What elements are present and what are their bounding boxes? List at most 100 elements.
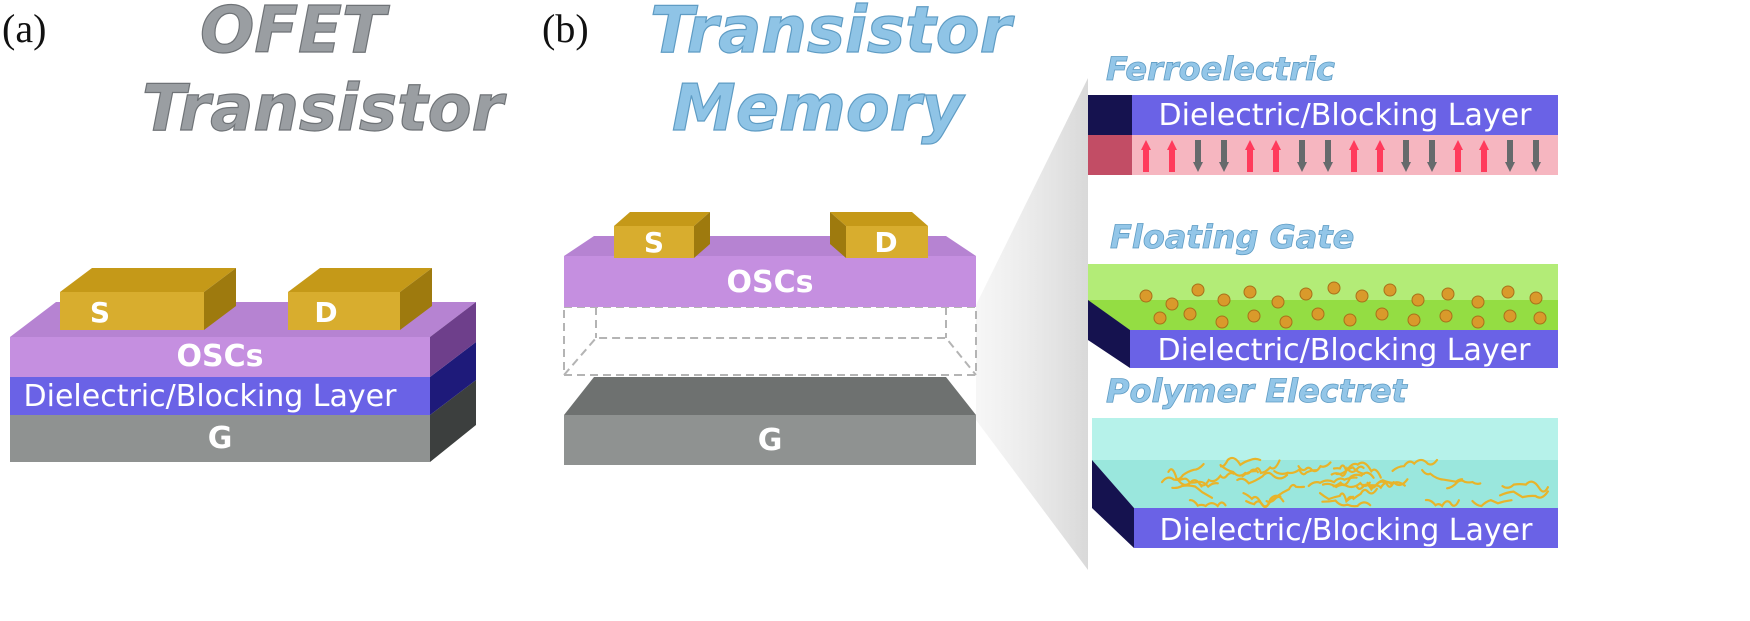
nanoparticle <box>1327 281 1341 295</box>
drain-electrode-a: D <box>288 268 432 330</box>
panel-b-title-line1: Transistor <box>650 0 1015 68</box>
dipole-down-arrow <box>1505 140 1515 172</box>
polymer-chain <box>1332 464 1366 475</box>
nanoparticle <box>1355 289 1369 303</box>
polymer-chain <box>1198 471 1235 487</box>
nanoparticle <box>1247 309 1261 323</box>
dipole-down-arrow <box>1531 140 1541 172</box>
panel-a-title-line1: OFET <box>200 0 390 68</box>
dipole-down-arrow <box>1193 140 1203 172</box>
nanoparticle <box>1343 313 1357 327</box>
polymer-electret-inset: Polymer Electret Dielectric/Blocking Lay… <box>1092 372 1558 548</box>
polymer-chain <box>1321 499 1372 508</box>
polymer-chain <box>1391 458 1439 472</box>
nanoparticle <box>1471 295 1485 309</box>
polymer-chain <box>1332 471 1375 488</box>
drain-label-b: D <box>874 226 897 259</box>
source-label-a: S <box>90 296 110 329</box>
polymer-chain <box>1167 463 1205 481</box>
floating-gate-inset: Floating Gate Dielectric/Blocking Layer <box>1088 218 1558 368</box>
polymer-chain <box>1499 490 1549 499</box>
source-label-b: S <box>644 226 664 259</box>
memory-layer-placeholder <box>563 306 977 376</box>
panel-b: (b) Transistor Memory G OSCs S <box>542 0 1088 570</box>
ferroelectric-inset: Ferroelectric Dielectric/Blocking Layer <box>1088 50 1558 175</box>
floating-gate-dielectric-label: Dielectric/Blocking Layer <box>1158 333 1532 368</box>
nanoparticle <box>1271 295 1285 309</box>
polymer-chain <box>1219 456 1262 468</box>
nanoparticle <box>1153 311 1167 325</box>
nanoparticle <box>1503 309 1517 323</box>
drain-electrode-b: D <box>830 212 928 259</box>
dipole-up-arrow <box>1349 140 1359 172</box>
dipole-up-arrow <box>1479 140 1489 172</box>
nanoparticle <box>1191 283 1205 297</box>
osc-label-a: OSCs <box>177 339 264 374</box>
polymer-chain <box>1424 498 1460 508</box>
dipole-up-arrow <box>1375 140 1385 172</box>
nanoparticle <box>1471 315 1485 329</box>
panel-b-title-line2: Memory <box>672 72 965 146</box>
polymer-electret-dielectric-label: Dielectric/Blocking Layer <box>1160 513 1534 548</box>
ferroelectric-dielectric-label: Dielectric/Blocking Layer <box>1159 98 1533 133</box>
polymer-chain <box>1335 461 1382 479</box>
osc-label-b: OSCs <box>727 265 814 300</box>
polymer-chain <box>1219 464 1259 477</box>
drain-label-a: D <box>314 296 337 329</box>
polymer-chain <box>1273 467 1319 476</box>
polymer-chain <box>1188 499 1227 508</box>
dipole-up-arrow <box>1271 140 1281 172</box>
polymer-chain <box>1446 479 1482 490</box>
panel-a: (a) OFET Transistor G Dielectric/Blockin… <box>2 0 507 462</box>
nanoparticle <box>1165 297 1179 311</box>
dielectric-label-a: Dielectric/Blocking Layer <box>24 379 398 414</box>
dipole-down-arrow <box>1297 140 1307 172</box>
nanoparticle <box>1299 287 1313 301</box>
nanoparticle <box>1279 315 1293 329</box>
dipole-down-arrow <box>1401 140 1411 172</box>
nanoparticle <box>1215 315 1229 329</box>
gate-layer-a: G <box>10 380 476 462</box>
panel-a-title-line2: Transistor <box>142 72 507 146</box>
dipole-down-arrow <box>1427 140 1437 172</box>
polymer-chain <box>1501 480 1549 493</box>
dipole-up-arrow <box>1167 140 1177 172</box>
nanoparticle <box>1217 293 1231 307</box>
polymer-chain <box>1160 476 1203 488</box>
nanoparticle <box>1501 285 1515 299</box>
nanoparticle <box>1529 291 1543 305</box>
zoom-cone <box>976 78 1088 570</box>
nanoparticle <box>1383 283 1397 297</box>
panel-b-label: (b) <box>542 6 589 51</box>
nanoparticle <box>1243 285 1257 299</box>
nanoparticle <box>1439 309 1453 323</box>
gate-layer-b: G <box>564 377 976 465</box>
dipole-down-arrow <box>1323 140 1333 172</box>
dipole-up-arrow <box>1141 140 1151 172</box>
dipole-arrows <box>1141 140 1541 172</box>
nanoparticle <box>1407 313 1421 327</box>
polymer-electret-title: Polymer Electret <box>1106 372 1409 410</box>
dipole-up-arrow <box>1453 140 1463 172</box>
panel-a-label: (a) <box>2 6 46 51</box>
source-electrode-a: S <box>60 268 236 330</box>
nanoparticle <box>1311 307 1325 321</box>
gate-label-b: G <box>758 423 783 458</box>
polymer-chain <box>1245 494 1285 509</box>
nanoparticle <box>1139 289 1153 303</box>
nanoparticle <box>1411 293 1425 307</box>
nanoparticle <box>1375 307 1389 321</box>
polymer-chain <box>1236 471 1289 485</box>
polymer-chain <box>1307 476 1358 487</box>
nanoparticle <box>1183 307 1197 321</box>
polymer-chain <box>1345 487 1378 502</box>
polymer-chain <box>1471 499 1513 508</box>
polymer-chain <box>1171 484 1214 499</box>
dipole-up-arrow <box>1245 140 1255 172</box>
dipole-down-arrow <box>1219 140 1229 172</box>
nanoparticles <box>1139 281 1547 329</box>
source-electrode-b: S <box>614 212 710 259</box>
dielectric-layer-a: Dielectric/Blocking Layer <box>10 342 476 415</box>
gate-label-a: G <box>208 421 233 456</box>
